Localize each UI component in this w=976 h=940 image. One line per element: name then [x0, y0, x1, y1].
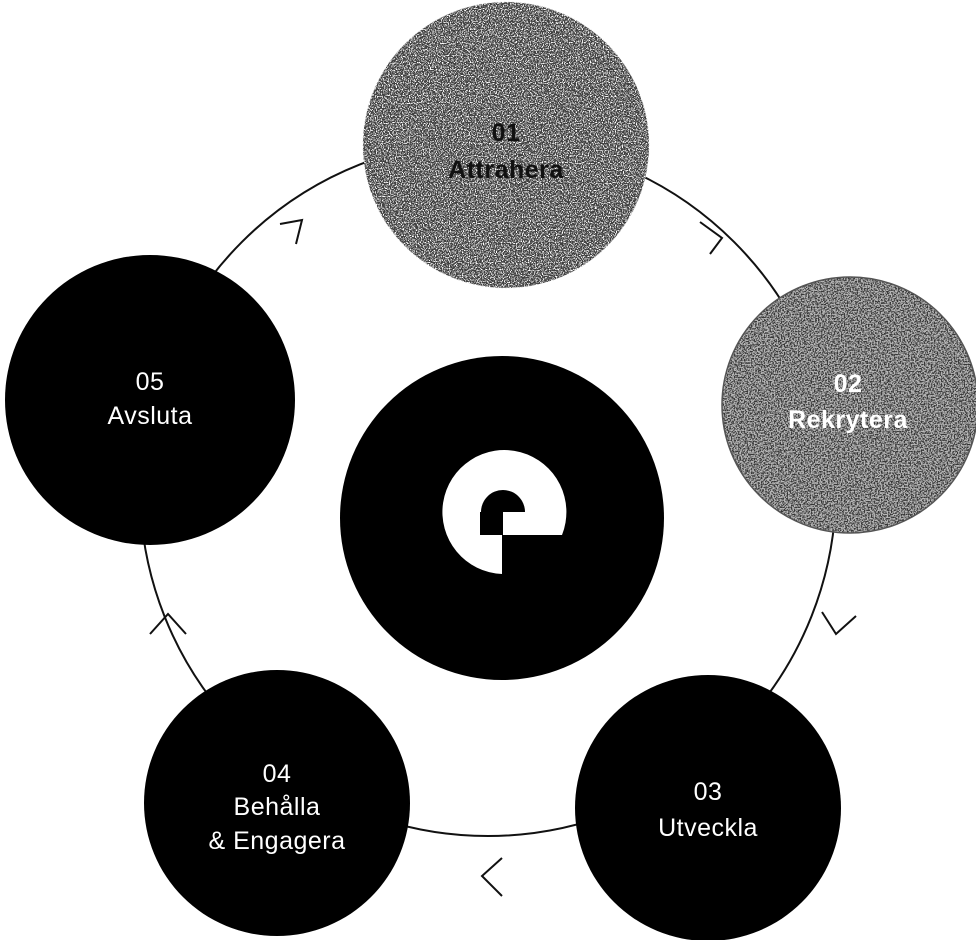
stage-label: Behålla — [234, 793, 321, 821]
stage-label: Utveckla — [658, 814, 758, 842]
arrow-icon — [480, 857, 503, 897]
stage-label: Rekrytera — [788, 406, 908, 434]
stage-node-attrahera: 01 Attrahera — [362, 1, 650, 289]
center-logo — [340, 356, 664, 680]
stage-node-utveckla: 03 Utveckla — [575, 675, 841, 940]
stage-node-behalla-engagera: 04 Behålla & Engagera — [144, 670, 410, 936]
stage-number: 03 — [694, 778, 723, 806]
arrow-icon — [699, 221, 724, 255]
stage-node-avsluta: 05 Avsluta — [5, 255, 295, 545]
stage-number: 04 — [263, 760, 292, 788]
stage-label: Avsluta — [107, 402, 192, 430]
arrow-icon — [279, 218, 304, 245]
stage-label: Attrahera — [448, 156, 564, 184]
stage-node-rekrytera: 02 Rekrytera — [721, 276, 976, 534]
arrow-icon — [149, 612, 187, 635]
e-logo-icon — [442, 450, 567, 574]
stage-number: 02 — [834, 370, 863, 398]
stage-number: 05 — [136, 368, 165, 396]
arrow-icon — [821, 611, 857, 636]
stage-number: 01 — [492, 119, 521, 147]
stage-label-line-2: & Engagera — [208, 827, 345, 855]
